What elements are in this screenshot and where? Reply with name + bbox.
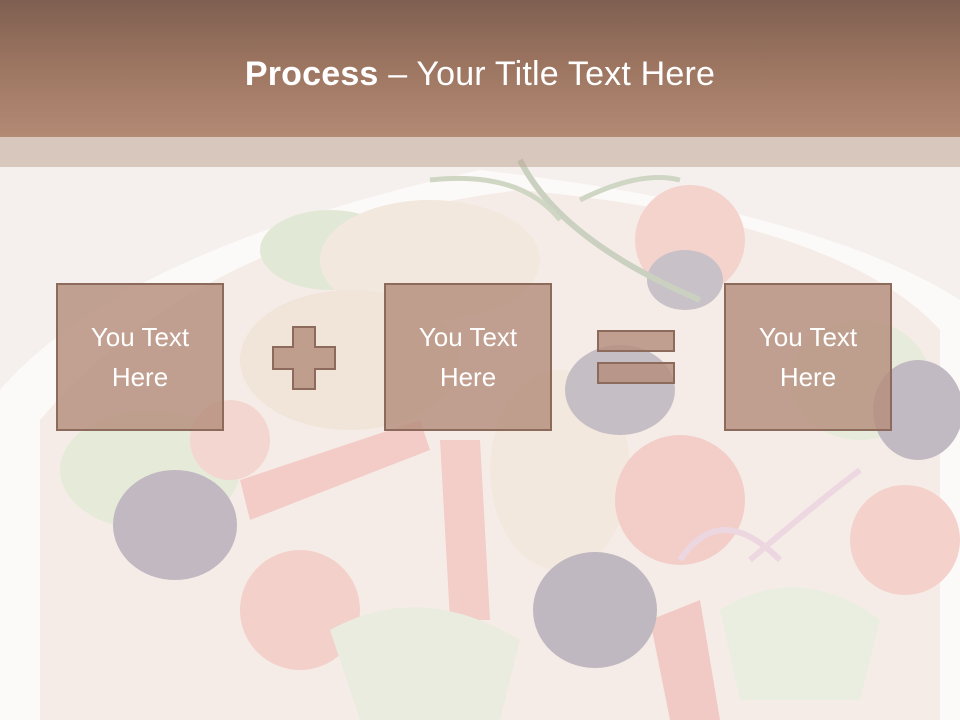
process-box-2-text: You Text Here [418,322,518,392]
process-box-3[interactable]: You Text Here [724,283,892,431]
process-box-1[interactable]: You Text Here [56,283,224,431]
title-bar [0,0,960,137]
title-bold-word: Process [244,55,379,93]
plus-icon [272,326,336,390]
equals-icon [597,330,675,384]
process-box-1-text: You Text Here [90,322,190,392]
title-divider-strip [0,137,960,167]
process-box-3-text: You Text Here [758,322,858,392]
title-rest: – Your Title Text Here [378,55,716,93]
process-box-2[interactable]: You Text Here [384,283,552,431]
slide-title: Process – Your Title Text Here [0,52,960,96]
